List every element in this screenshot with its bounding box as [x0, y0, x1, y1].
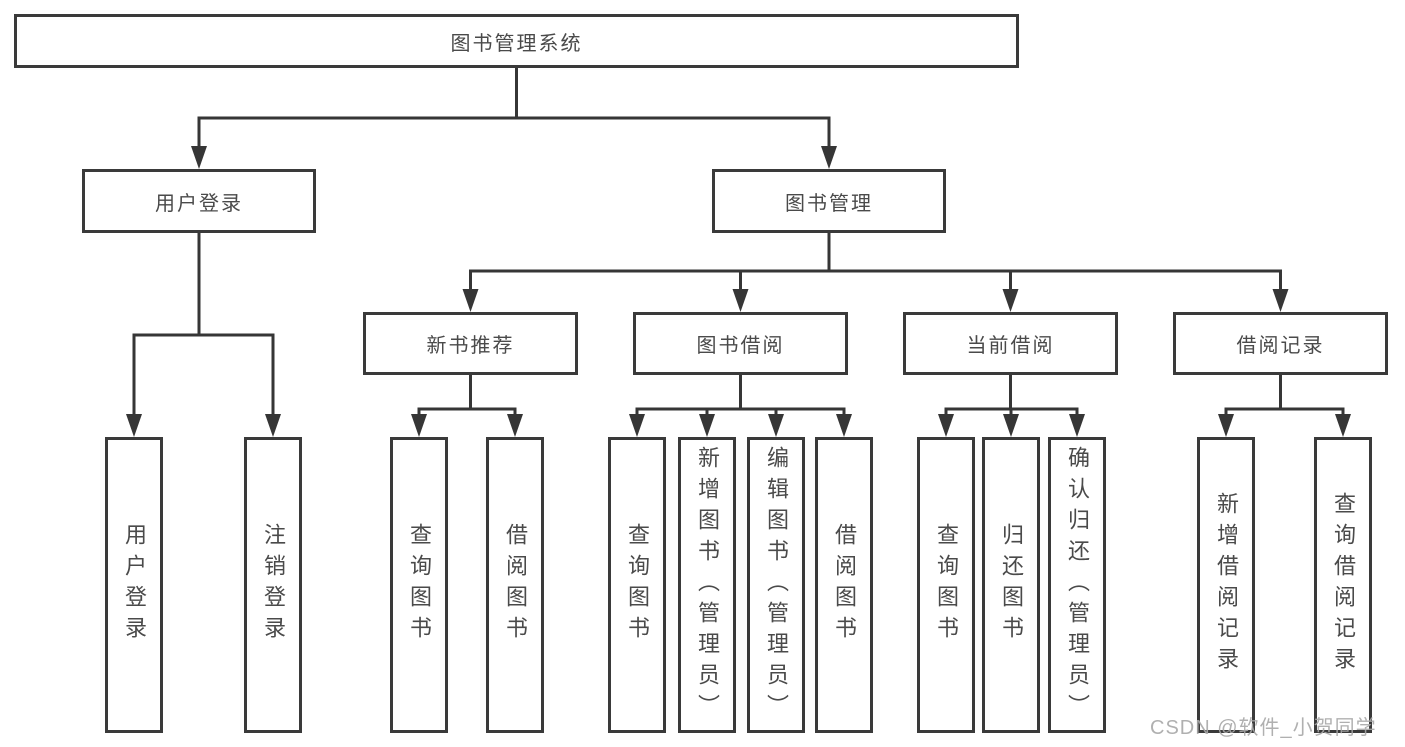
leaf-logout-label: 注销登录	[261, 523, 286, 647]
leaf-borrow-books-label: 借阅图书	[832, 523, 857, 647]
connector-borrow-records	[1218, 375, 1351, 437]
leaf-query-borrow-record-label: 查询借阅记录	[1331, 492, 1356, 678]
leaf-confirm-return-admin: 确认归还（管理员）	[1048, 437, 1106, 733]
node-current-borrow: 当前借阅	[903, 312, 1118, 375]
leaf-query-books-recommend-label: 查询图书	[407, 523, 432, 647]
leaf-query-books-recommend: 查询图书	[390, 437, 448, 733]
node-root: 图书管理系统	[14, 14, 1019, 68]
leaf-add-borrow-record: 新增借阅记录	[1197, 437, 1255, 733]
leaf-query-books-borrow: 查询图书	[608, 437, 666, 733]
leaf-borrow-books-recommend-label: 借阅图书	[503, 523, 528, 647]
node-current-borrow-label: 当前借阅	[966, 335, 1055, 357]
node-new-book-recommend-label: 新书推荐	[426, 335, 515, 357]
connector-current-borrow	[938, 375, 1085, 437]
leaf-add-borrow-record-label: 新增借阅记录	[1214, 492, 1239, 678]
leaf-confirm-return-admin-label: 确认归还（管理员）	[1065, 445, 1090, 725]
connector-book-borrow	[629, 375, 852, 437]
leaf-edit-book-admin: 编辑图书（管理员）	[747, 437, 805, 733]
leaf-user-login-label: 用户登录	[122, 523, 147, 647]
leaf-query-books-borrow-label: 查询图书	[625, 523, 650, 647]
connector-root	[191, 68, 837, 169]
connector-user-login	[126, 233, 281, 437]
leaf-edit-book-admin-label: 编辑图书（管理员）	[764, 445, 789, 725]
leaf-borrow-books-recommend: 借阅图书	[486, 437, 544, 733]
leaf-user-login: 用户登录	[105, 437, 163, 733]
leaf-borrow-books: 借阅图书	[815, 437, 873, 733]
leaf-add-book-admin: 新增图书（管理员）	[678, 437, 736, 733]
node-book-management: 图书管理	[712, 169, 946, 233]
leaf-query-books-current-label: 查询图书	[934, 523, 959, 647]
connector-new-book-recommend	[411, 375, 523, 437]
leaf-logout: 注销登录	[244, 437, 302, 733]
leaf-query-borrow-record: 查询借阅记录	[1314, 437, 1372, 733]
node-borrow-records-label: 借阅记录	[1236, 335, 1325, 357]
watermark: CSDN @软件_小贺同学	[1150, 717, 1377, 739]
node-borrow-records: 借阅记录	[1173, 312, 1388, 375]
leaf-return-book: 归还图书	[982, 437, 1040, 733]
node-book-borrow-label: 图书借阅	[696, 335, 785, 357]
leaf-query-books-current: 查询图书	[917, 437, 975, 733]
leaf-return-book-label: 归还图书	[999, 523, 1024, 647]
node-book-management-label: 图书管理	[785, 192, 873, 215]
node-book-borrow: 图书借阅	[633, 312, 848, 375]
node-root-label: 图书管理系统	[450, 32, 583, 55]
connector-book-management	[462, 233, 1289, 312]
node-new-book-recommend: 新书推荐	[363, 312, 578, 375]
node-user-login: 用户登录	[82, 169, 316, 233]
node-user-login-label: 用户登录	[155, 192, 243, 215]
leaf-add-book-admin-label: 新增图书（管理员）	[695, 445, 720, 725]
